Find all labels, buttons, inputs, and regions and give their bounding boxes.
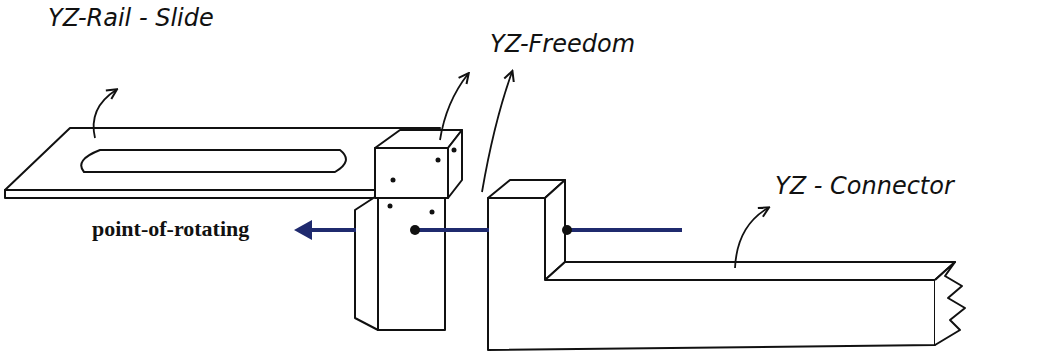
screw-dot [391,178,396,183]
leader-line [482,72,512,192]
screw-dot [388,204,393,209]
rail-slot [81,150,346,172]
part-label: YZ - Connector [775,172,954,201]
leader-line [94,90,116,138]
axis-line [415,228,489,232]
screw-dot [436,158,441,163]
pivot-dot [410,225,420,235]
freedom-front [378,195,445,330]
screw-dot [430,210,435,215]
freedom-right [448,130,462,198]
part-label: point-of-rotating [92,216,249,242]
axis-line [306,228,356,232]
axis-line [567,228,682,232]
connector-bar-top [545,262,955,280]
pivot-dot [562,225,572,235]
screw-dot [452,148,457,153]
part-label: YZ-Freedom [490,30,635,59]
leader-line [735,208,768,268]
rail-plate-edge [5,190,375,198]
axis-arrowhead [294,220,312,240]
connector-break [935,262,965,345]
connector-front [488,198,935,350]
leader-line [440,74,468,140]
freedom-upper-front [375,148,448,198]
freedom-side [355,195,378,330]
part-label: YZ-Rail - Slide [48,4,214,33]
